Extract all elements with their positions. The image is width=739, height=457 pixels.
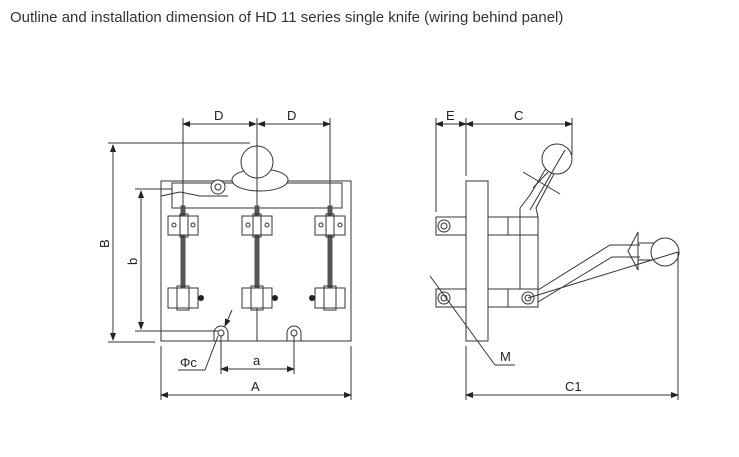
dim-C1: C1: [565, 379, 582, 394]
dim-B: B: [97, 239, 112, 248]
lower-handle-arm: [537, 244, 640, 303]
upper-clamps: [167, 213, 346, 238]
mount-hole-2: [286, 325, 302, 341]
dim-b: b: [125, 258, 140, 265]
dim-E: E: [446, 108, 455, 123]
diagram-title: Outline and installation dimension of HD…: [10, 9, 564, 26]
mount-hole-1: [213, 325, 229, 341]
dim-C: C: [514, 108, 523, 123]
upper-handle-knob: [541, 143, 573, 175]
front-view: D D B b Φc a A: [97, 108, 352, 400]
dim-a: a: [253, 353, 261, 368]
dim-A: A: [251, 379, 260, 394]
side-view: E C M C1: [429, 108, 680, 400]
dim-D-right: D: [287, 108, 296, 123]
lower-terminals: [167, 285, 346, 311]
dim-phi-c: Φc: [180, 355, 197, 370]
lower-handle-knob: [650, 237, 680, 267]
pivot-lug: [210, 179, 226, 195]
panel: [465, 180, 489, 342]
upper-handle-arm: [519, 164, 556, 218]
dim-D-left: D: [214, 108, 223, 123]
dim-M: M: [500, 349, 511, 364]
